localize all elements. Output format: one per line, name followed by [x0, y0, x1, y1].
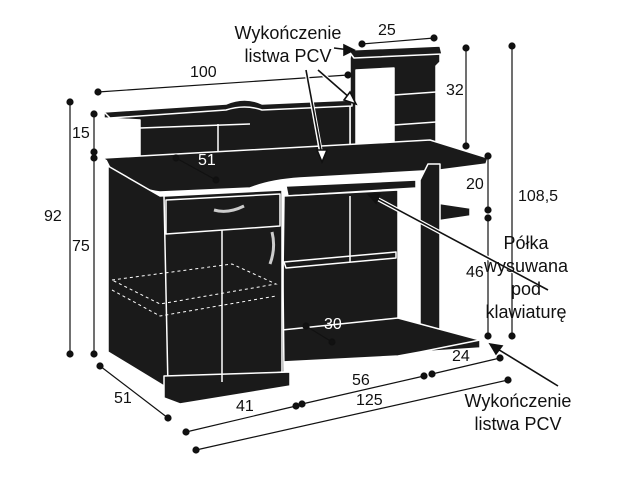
- drawer: [165, 193, 281, 235]
- bottom-finish-line-1: Wykończenie: [464, 391, 572, 411]
- desk-hutch-top: [103, 99, 353, 119]
- hidden-shelf-outline: [110, 263, 278, 317]
- keyboard-shelf-line-4: klawiaturę: [485, 302, 567, 322]
- keyboard-shelf: [285, 179, 417, 197]
- dim-depth: 51: [114, 390, 132, 407]
- bottom-finish-label: Wykończenie listwa PCV: [450, 390, 586, 436]
- dim-cabinet-width: 41: [236, 398, 254, 415]
- keyboard-shelf-line-1: Półka: [503, 233, 549, 253]
- dim-keyboard-depth: 51: [198, 152, 216, 169]
- dim-top-cabinet-width: 25: [378, 22, 396, 39]
- dim-side-width: 24: [452, 348, 470, 365]
- right-column: [419, 163, 481, 353]
- dim-top-hutch-height: 15: [72, 125, 90, 142]
- dim-overall-height: 108,5: [518, 188, 559, 205]
- middle-shelf: [283, 251, 397, 269]
- bottom-finish-line-2: listwa PCV: [474, 414, 562, 434]
- cabinet-plinth: [163, 371, 291, 405]
- dim-shelf-gap: 20: [466, 176, 484, 193]
- dim-total-width: 125: [356, 392, 383, 409]
- dim-side-shelf-height: 46: [466, 264, 484, 281]
- door-handle-icon: [268, 231, 276, 265]
- dim-width-top: 100: [190, 64, 217, 81]
- desk-body: [103, 45, 489, 405]
- top-finish-label: Wykończenie listwa PCV: [228, 22, 348, 68]
- top-finish-line-1: Wykończenie: [234, 23, 342, 43]
- dim-desk-height: 75: [72, 238, 90, 255]
- keyboard-shelf-line-2: wysuwana: [483, 256, 569, 276]
- pointer-arrows-core: [305, 43, 559, 387]
- top-tall-cabinet-cap: [347, 45, 443, 59]
- keyboard-shelf-line-3: pod: [510, 279, 542, 299]
- dim-total-height: 92: [44, 208, 62, 225]
- drawer-handle-icon: [213, 204, 245, 213]
- dim-middle-width: 56: [352, 372, 370, 389]
- dim-base-shelf: 30: [324, 316, 342, 333]
- keyboard-shelf-label: Półka wysuwana pod klawiaturę: [476, 232, 576, 324]
- dim-top-cabinet-height: 32: [446, 82, 464, 99]
- top-finish-line-2: listwa PCV: [244, 46, 332, 66]
